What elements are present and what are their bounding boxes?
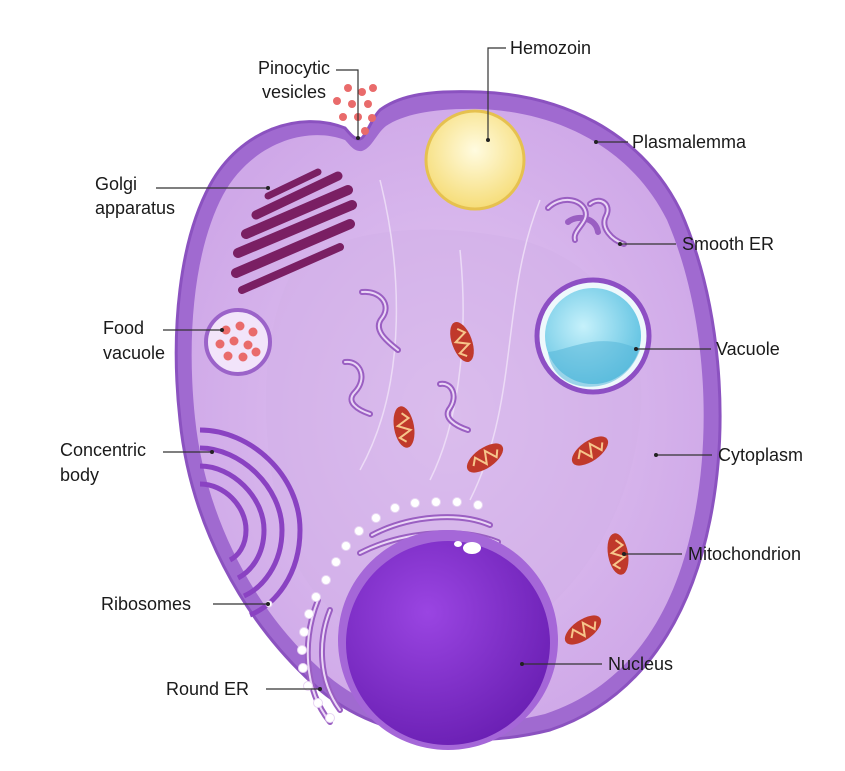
food-vacuole: [206, 310, 270, 374]
label-pinocytic-line1: Pinocytic: [258, 58, 330, 78]
label-mitochondrion: Mitochondrion: [688, 544, 801, 564]
label-plasmalemma: Plasmalemma: [632, 132, 747, 152]
label-smooth-er: Smooth ER: [682, 234, 774, 254]
label-food-line1: Food: [103, 318, 144, 338]
label-cytoplasm: Cytoplasm: [718, 445, 803, 465]
label-food-line2: vacuole: [103, 343, 165, 363]
label-concentric-line1: Concentric: [60, 440, 146, 460]
nucleus: [338, 530, 558, 750]
label-hemozoin: Hemozoin: [510, 38, 591, 58]
label-concentric-line2: body: [60, 465, 99, 485]
vacuole: [537, 280, 649, 392]
label-golgi-line2: apparatus: [95, 198, 175, 218]
label-pinocytic-line2: vesicles: [262, 82, 326, 102]
label-golgi-line1: Golgi: [95, 174, 137, 194]
label-round-er: Round ER: [166, 679, 249, 699]
hemozoin: [426, 111, 524, 209]
label-ribosomes: Ribosomes: [101, 594, 191, 614]
label-nucleus: Nucleus: [608, 654, 673, 674]
label-vacuole: Vacuole: [716, 339, 780, 359]
